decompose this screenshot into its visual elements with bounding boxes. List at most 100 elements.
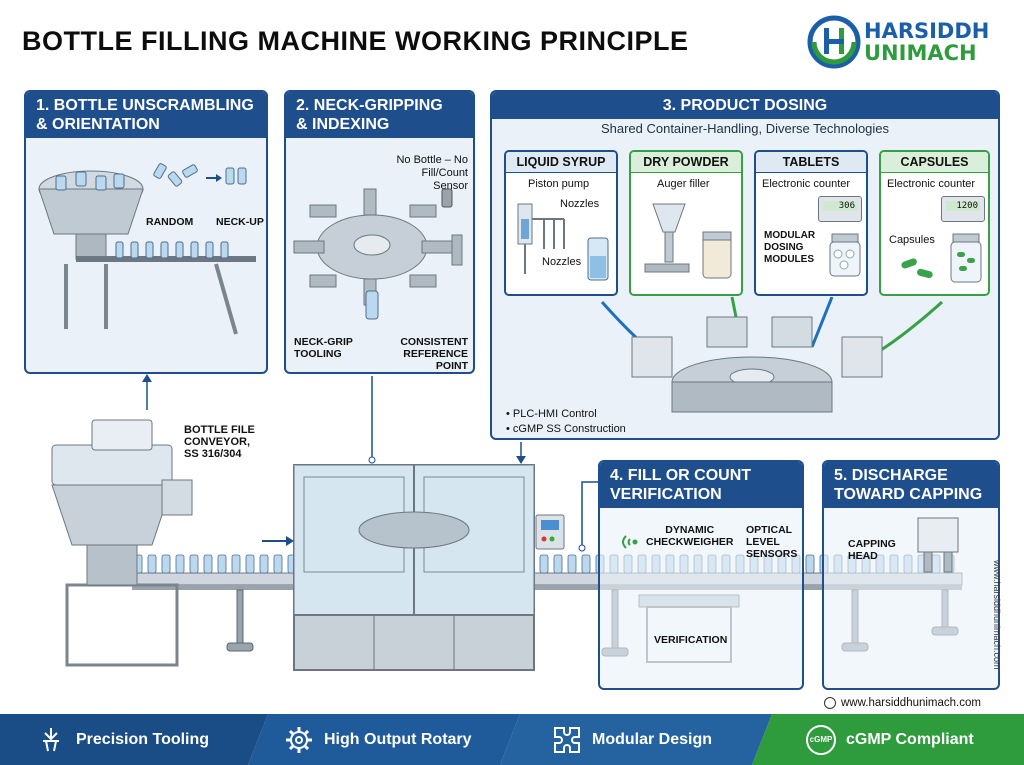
capsule-jar-icon [901, 233, 982, 283]
globe-icon [824, 697, 836, 709]
footer-bar: Precision Tooling High Output Rotary Mod… [0, 714, 1024, 765]
capsule-counter-display: 1200 [946, 201, 980, 211]
capsules-label: Capsules [889, 234, 935, 246]
footer-precision-tooling: Precision Tooling [36, 714, 209, 765]
tablet-counter-icon: 306 [818, 196, 862, 222]
card-liquid-syrup: LIQUID SYRUP Piston pump Nozzles Nozzles [504, 150, 618, 296]
indexing-star-wheel-illustration [293, 188, 463, 320]
card-capsules: CAPSULES Electronic counter 1200 Capsule… [879, 150, 990, 296]
logo-line1: HARSIDDH [864, 19, 990, 43]
ref-line1: CONSISTENT [400, 336, 468, 348]
capping-line2: HEAD [848, 550, 878, 562]
sensor-note: No Bottle – No Fill/Count Sensor [386, 154, 468, 193]
modular-line2: DOSING [764, 242, 804, 253]
dosing-turret-illustration [600, 297, 944, 413]
panel-neck-gripping: 2. NECK-GRIPPING & INDEXING No Bottle – … [284, 90, 475, 374]
random-label: RANDOM [146, 216, 194, 228]
side-url: www.harsiddhunimach.com [992, 560, 1002, 670]
conveyor-bottle [245, 554, 255, 574]
website-link[interactable]: www.harsiddhunimach.com [824, 697, 981, 709]
conveyor-bottle [805, 554, 815, 574]
plc-hmi-bullet: • PLC-HMI Control [506, 408, 597, 420]
powder-card-title: DRY POWDER [631, 152, 741, 173]
conveyor-line1: BOTTLE FILE [184, 424, 255, 436]
conveyor-bottle [217, 554, 227, 574]
capping-head-label: CAPPING HEAD [848, 538, 896, 562]
optical-line3: SENSORS [746, 548, 798, 560]
footer-high-output: High Output Rotary [284, 714, 472, 765]
footer-label-1: Precision Tooling [76, 730, 210, 748]
checkweigher-line1: DYNAMIC [665, 524, 715, 536]
checkweigher-label: DYNAMIC CHECKWEIGHER [646, 524, 734, 548]
reference-point-label: CONSISTENT REFERENCE POINT [372, 336, 468, 372]
tooling-line2: TOOLING [294, 348, 342, 360]
modular-line3: MODULES [764, 254, 814, 265]
logo-mark-icon [807, 15, 861, 69]
sensor-note-line2: Fill/Count Sensor [421, 167, 468, 192]
powder-auger-filler: Auger filler [657, 178, 710, 190]
panel-discharge: 5. DISCHARGE TOWARD CAPPING CAPPING HEAD [822, 460, 1000, 690]
conveyor-bottle [581, 554, 591, 574]
optical-line1: OPTICAL [746, 524, 793, 536]
conveyor-bottle [147, 554, 157, 574]
footer-cgmp-compliant: cGMP cGMP Compliant [806, 714, 974, 765]
footer-label-3: Modular Design [592, 730, 713, 748]
panel-fill-verification: 4. FILL OR COUNT VERIFICATION DYNAMIC CH… [598, 460, 804, 690]
conveyor-line2: CONVEYOR, [184, 436, 251, 448]
company-logo: HARSIDDH UNIMACH [806, 14, 1016, 72]
unscrambler-illustration [38, 163, 256, 335]
wireless-signal-icon [622, 535, 638, 549]
panel2-title-line1: 2. NECK-GRIPPING [296, 97, 443, 114]
capsules-card-title: CAPSULES [881, 152, 988, 173]
capping-head-icon [917, 517, 959, 573]
capsule-counter-icon: 1200 [941, 196, 985, 222]
panel-product-dosing: 3. PRODUCT DOSING Shared Container-Handl… [490, 90, 1000, 440]
footer-label-2: High Output Rotary [324, 730, 472, 748]
neck-up-label: NECK-UP [216, 216, 264, 228]
conveyor-label: BOTTLE FILE CONVEYOR, SS 316/304 [184, 424, 255, 460]
panel2-title-line2: & INDEXING [296, 116, 390, 133]
tablets-card-title: TABLETS [756, 152, 866, 173]
neck-grip-tooling-label: NECK-GRIP TOOLING [294, 336, 353, 360]
liquid-card-title: LIQUID SYRUP [506, 152, 616, 173]
ref-line2: REFERENCE POINT [403, 348, 468, 372]
card-dry-powder: DRY POWDER Auger filler [629, 150, 743, 296]
conveyor-bottle [553, 554, 563, 574]
panel1-title-line2: & ORIENTATION [36, 116, 160, 133]
tooling-line1: NECK-GRIP [294, 336, 353, 348]
capsules-electronic-counter: Electronic counter [887, 178, 976, 190]
conveyor-bottle [175, 554, 185, 574]
tablets-electronic-counter: Electronic counter [762, 178, 851, 190]
capping-line1: CAPPING [848, 538, 896, 550]
precision-tool-icon [43, 727, 59, 751]
sensor-note-line1: No Bottle – No [396, 154, 468, 166]
card-tablets: TABLETS Electronic counter 306 MODULAR D… [754, 150, 868, 296]
auger-filler-icon [644, 203, 732, 279]
panel3-subtitle: Shared Container-Handling, Diverse Techn… [600, 121, 890, 136]
website-text: www.harsiddhunimach.com [841, 697, 981, 709]
modular-line1: MODULAR [764, 230, 816, 241]
cgmp-ss-bullet: • cGMP SS Construction [506, 423, 626, 435]
conveyor-bottle [203, 554, 213, 574]
checkweigher-line2: CHECKWEIGHER [646, 536, 734, 548]
modular-dosing-label: MODULAR DOSING MODULES [764, 230, 815, 266]
liquid-nozzles-1: Nozzles [560, 198, 600, 210]
panel5-title-line2: TOWARD CAPPING [834, 486, 983, 503]
panel-bottle-unscrambling: 1. BOTTLE UNSCRAMBLING & ORIENTATION RAN… [24, 90, 268, 374]
conveyor-bottle [189, 554, 199, 574]
panel3-title: 3. PRODUCT DOSING [492, 92, 998, 119]
liquid-nozzles-2: Nozzles [542, 256, 582, 268]
optical-line2: LEVEL [746, 536, 780, 548]
footer-modular-design: Modular Design [552, 714, 712, 765]
optical-sensors-label: OPTICAL LEVEL SENSORS [746, 524, 797, 560]
conveyor-bottle [161, 554, 171, 574]
liquid-piston-pump: Piston pump [528, 178, 590, 190]
conveyor-bottle [567, 554, 577, 574]
verification-label: VERIFICATION [654, 634, 728, 646]
panel5-title-line1: 5. DISCHARGE [834, 467, 948, 484]
panel1-title-line1: 1. BOTTLE UNSCRAMBLING [36, 97, 254, 114]
logo-line2: UNIMACH [864, 41, 977, 65]
cgmp-badge-text: cGMP [809, 735, 833, 744]
tablet-counter-display: 306 [823, 201, 857, 211]
